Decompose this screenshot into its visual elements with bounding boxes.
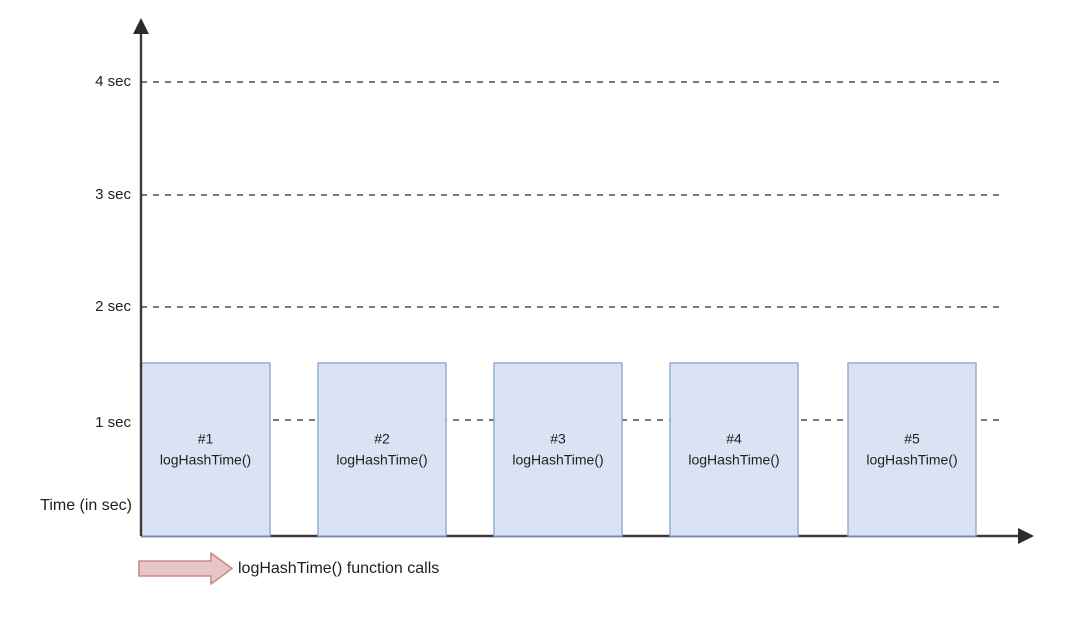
bar-fn-label: logHashTime() [512, 452, 603, 468]
tick-label-4-sec: 4 sec [95, 73, 131, 90]
y-axis-arrow-icon [133, 18, 149, 34]
bar-group-3[interactable]: #3 logHashTime() [493, 362, 623, 537]
bar-fn-label: logHashTime() [336, 452, 427, 468]
tick-label-1-sec: 1 sec [95, 414, 131, 431]
y-axis [133, 18, 149, 536]
bar-group-2[interactable]: #2 logHashTime() [317, 362, 447, 537]
tick-label-2-sec: 2 sec [95, 298, 131, 315]
bar-fn-label: logHashTime() [160, 452, 251, 468]
bar-index-label: #5 [904, 431, 920, 447]
bar-index-label: #2 [374, 431, 390, 447]
x-axis-arrow-icon [1018, 528, 1034, 544]
bar-series: #1 logHashTime() #2 logHashTime() #3 log… [140, 362, 977, 537]
y-axis-title: Time (in sec) [40, 497, 132, 514]
bar-rect[interactable] [493, 362, 623, 537]
bar-index-label: #1 [198, 431, 214, 447]
legend-label: logHashTime() function calls [238, 560, 439, 577]
bar-fn-label: logHashTime() [688, 452, 779, 468]
bar-rect[interactable] [317, 362, 447, 537]
bar-rect[interactable] [669, 362, 799, 537]
bar-group-1[interactable]: #1 logHashTime() [140, 362, 271, 537]
bar-group-4[interactable]: #4 logHashTime() [669, 362, 799, 537]
y-tick-labels: 4 sec 3 sec 2 sec 1 sec [95, 73, 131, 431]
tick-label-3-sec: 3 sec [95, 186, 131, 203]
bar-group-5[interactable]: #5 logHashTime() [847, 362, 977, 537]
bar-index-label: #4 [726, 431, 742, 447]
bar-rect[interactable] [140, 362, 271, 537]
right-arrow-icon [138, 552, 233, 585]
bar-fn-label: logHashTime() [866, 452, 957, 468]
bar-rect[interactable] [847, 362, 977, 537]
bar-index-label: #3 [550, 431, 566, 447]
legend: logHashTime() function calls [138, 552, 439, 585]
